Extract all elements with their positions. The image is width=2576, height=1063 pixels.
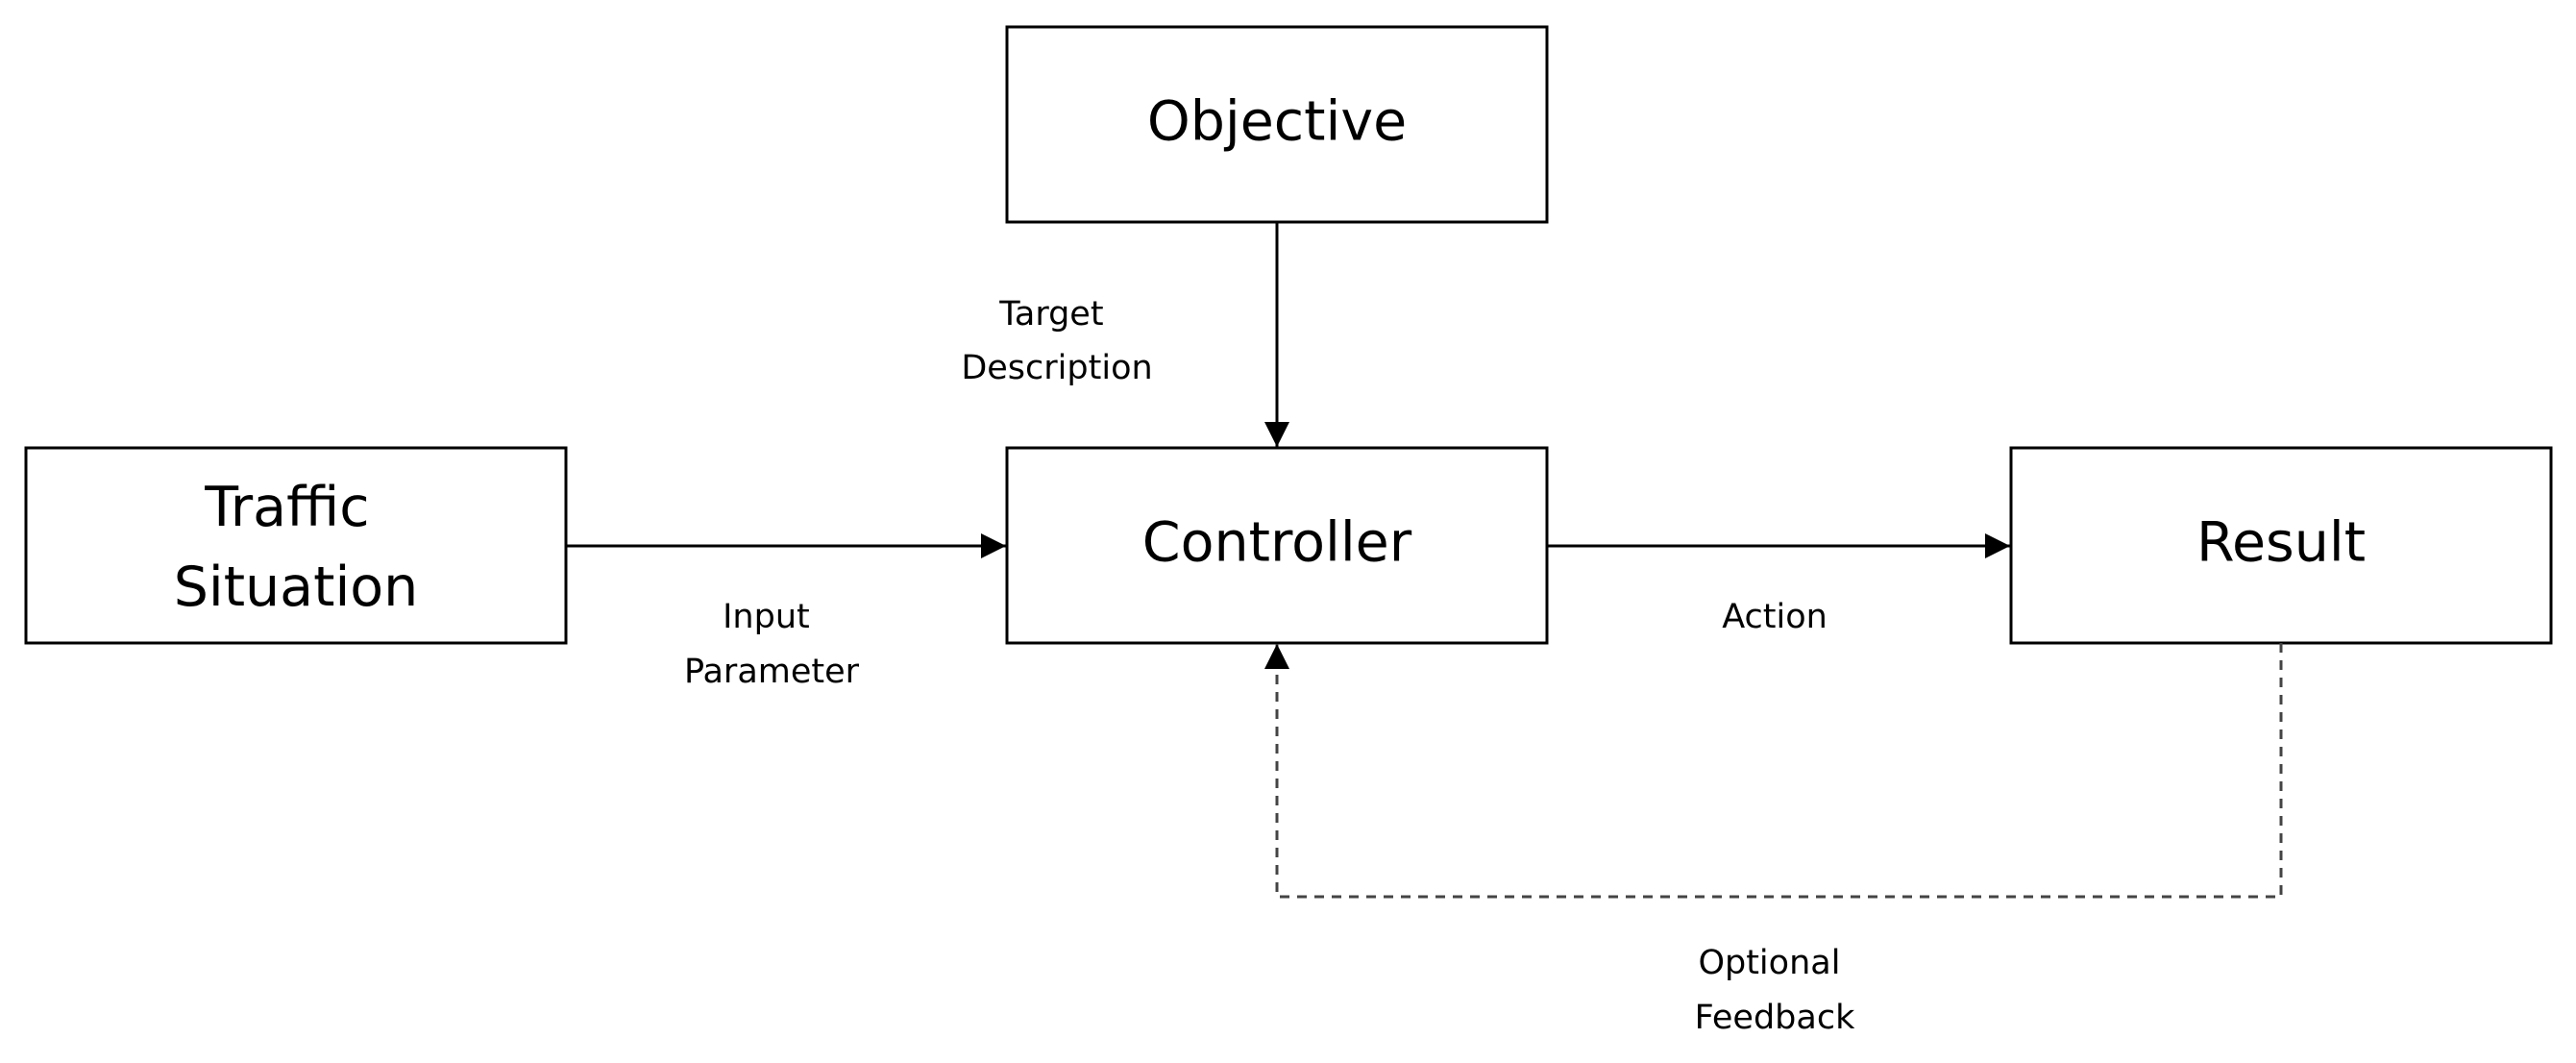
traffic-situation-label: Traffic Situation — [174, 476, 419, 619]
objective-label: Objective — [1147, 90, 1407, 154]
feedback-dashed-arrow — [1264, 643, 2283, 899]
controller-label: Controller — [1142, 511, 1412, 575]
result-label: Result — [2196, 511, 2366, 575]
optional-feedback-line-2: Feedback — [1695, 999, 1855, 1037]
traffic-label-line-2: Situation — [174, 556, 419, 619]
input-parameter-line-2: Parameter — [684, 653, 860, 691]
input-parameter-line-1: Input — [723, 598, 810, 636]
traffic-label-line-1: Traffic — [204, 476, 369, 539]
optional-feedback-line-1: Optional — [1698, 944, 1840, 982]
target-description-line-1: Target — [998, 295, 1103, 334]
target-description-line-2: Description — [961, 349, 1152, 387]
objective-node: Objective — [1005, 25, 1549, 224]
optional-feedback-label: Optional Feedback — [1695, 944, 1855, 1037]
result-node: Result — [2009, 446, 2553, 645]
controller-node: Controller — [1005, 446, 1549, 645]
action-label: Action — [1722, 598, 1828, 636]
target-description-label: Target Description — [961, 295, 1152, 387]
input-parameter-label: Input Parameter — [684, 598, 860, 691]
traffic-situation-node: Traffic Situation — [24, 446, 568, 645]
